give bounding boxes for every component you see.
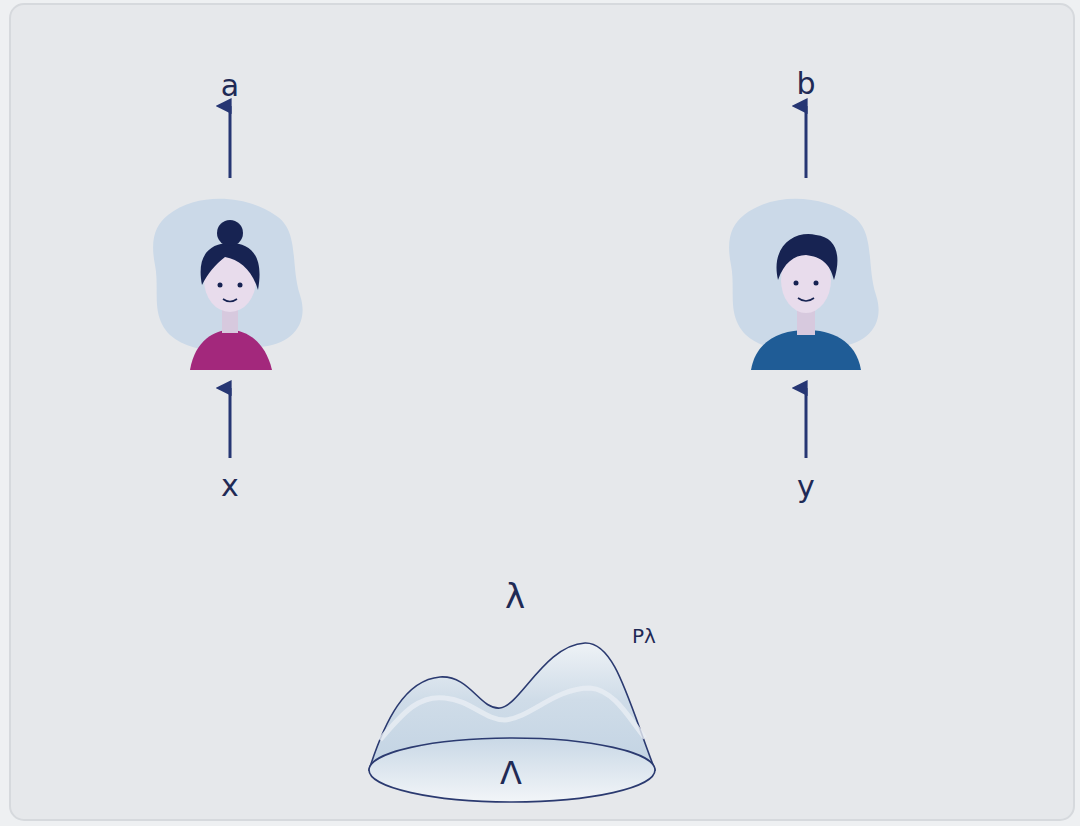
signal-label: b: [796, 69, 815, 99]
signal-label: y: [797, 472, 815, 502]
bob-avatar: [729, 199, 879, 370]
signal-label: x: [221, 471, 239, 501]
signal-label: a: [221, 71, 239, 101]
hill-shading: [380, 688, 645, 740]
input-arrow: [805, 388, 808, 458]
output-arrow: [805, 106, 808, 178]
space-label: Λ: [500, 757, 522, 789]
output-arrow: [229, 106, 232, 178]
card-panel: [10, 4, 1074, 820]
distribution-label: Pλ: [632, 626, 656, 646]
sample-space-ellipse: [369, 738, 655, 802]
distribution-node: λPλΛ: [360, 570, 670, 810]
arrows: [230, 106, 806, 458]
alice-avatar: [153, 199, 303, 370]
variable-label: λ: [505, 579, 525, 613]
input-arrow: [229, 388, 232, 458]
